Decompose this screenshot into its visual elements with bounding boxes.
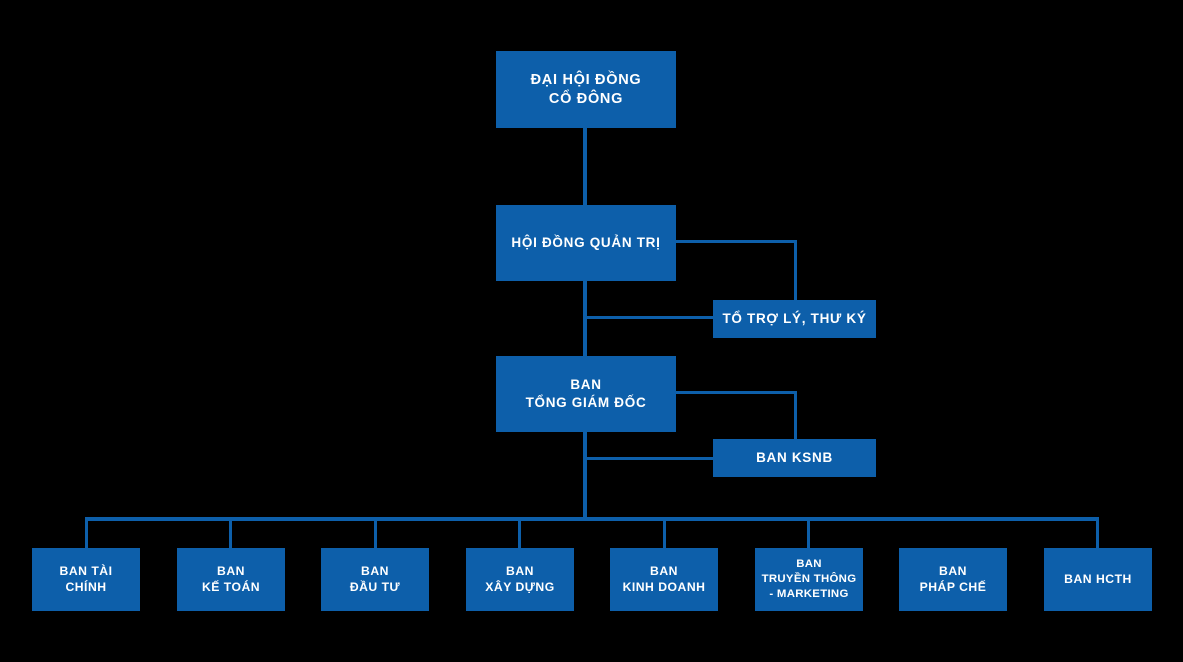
connector-drop-ban-truyen-thong	[807, 517, 810, 550]
connector-board-to-assistants-horizontal	[675, 240, 797, 243]
node-label: ĐẠI HỘI ĐỒNG CỔ ĐÔNG	[530, 71, 642, 107]
node-label: HỘI ĐỒNG QUẢN TRỊ	[511, 235, 661, 251]
node-label: TỔ TRỢ LÝ, THƯ KÝ	[722, 311, 867, 327]
connector-board-to-assistants-vertical	[794, 240, 797, 302]
connector-drop-ban-kinh-doanh	[663, 517, 666, 550]
connector-board-to-ceo	[583, 280, 587, 360]
node-label: BAN TỔNG GIÁM ĐỐC	[525, 377, 647, 410]
connector-ceo-to-audit-vertical	[794, 391, 797, 441]
node-label: BAN KSNB	[756, 450, 833, 466]
node-ban-kinh-doanh[interactable]: BAN KINH DOANH	[610, 548, 718, 611]
connector-drop-ban-ke-toan	[229, 517, 232, 550]
connector-stem-to-assistants	[583, 316, 715, 319]
node-ban-truyen-thong-marketing[interactable]: BAN TRUYỀN THÔNG - MARKETING	[755, 548, 863, 611]
node-ban-ksnb[interactable]: BAN KSNB	[713, 439, 876, 477]
node-label: BAN HCTH	[1064, 571, 1132, 586]
node-ban-xay-dung[interactable]: BAN XÂY DỰNG	[466, 548, 574, 611]
node-ban-tai-chinh[interactable]: BAN TÀI CHÍNH	[32, 548, 140, 611]
connector-department-bus	[85, 517, 1099, 521]
node-label: BAN ĐẦU TƯ	[349, 563, 401, 594]
connector-shareholders-to-board	[583, 128, 587, 206]
node-label: BAN PHÁP CHẾ	[919, 563, 987, 594]
node-dai-hoi-dong-co-dong[interactable]: ĐẠI HỘI ĐỒNG CỔ ĐÔNG	[496, 51, 676, 128]
node-label: BAN KINH DOANH	[622, 563, 706, 594]
node-hoi-dong-quan-tri[interactable]: HỘI ĐỒNG QUẢN TRỊ	[496, 205, 676, 281]
node-label: BAN TRUYỀN THÔNG - MARKETING	[761, 558, 857, 600]
node-ban-phap-che[interactable]: BAN PHÁP CHẾ	[899, 548, 1007, 611]
node-label: BAN KẾ TOÁN	[201, 563, 261, 594]
node-ban-dau-tu[interactable]: BAN ĐẦU TƯ	[321, 548, 429, 611]
connector-stem-to-audit	[583, 457, 715, 460]
connector-drop-ban-dau-tu	[374, 517, 377, 550]
connector-drop-ban-xay-dung	[518, 517, 521, 550]
connector-ceo-to-bus	[583, 430, 587, 520]
node-label: BAN XÂY DỰNG	[485, 563, 555, 594]
node-ban-hcth[interactable]: BAN HCTH	[1044, 548, 1152, 611]
node-label: BAN TÀI CHÍNH	[59, 563, 113, 594]
connector-drop-ban-tai-chinh	[85, 517, 88, 550]
node-ban-ke-toan[interactable]: BAN KẾ TOÁN	[177, 548, 285, 611]
node-ban-tong-giam-doc[interactable]: BAN TỔNG GIÁM ĐỐC	[496, 356, 676, 432]
connector-drop-ban-hcth	[1096, 517, 1099, 550]
connector-ceo-to-audit-horizontal	[675, 391, 797, 394]
node-to-tro-ly-thu-ky[interactable]: TỔ TRỢ LÝ, THƯ KÝ	[713, 300, 876, 338]
